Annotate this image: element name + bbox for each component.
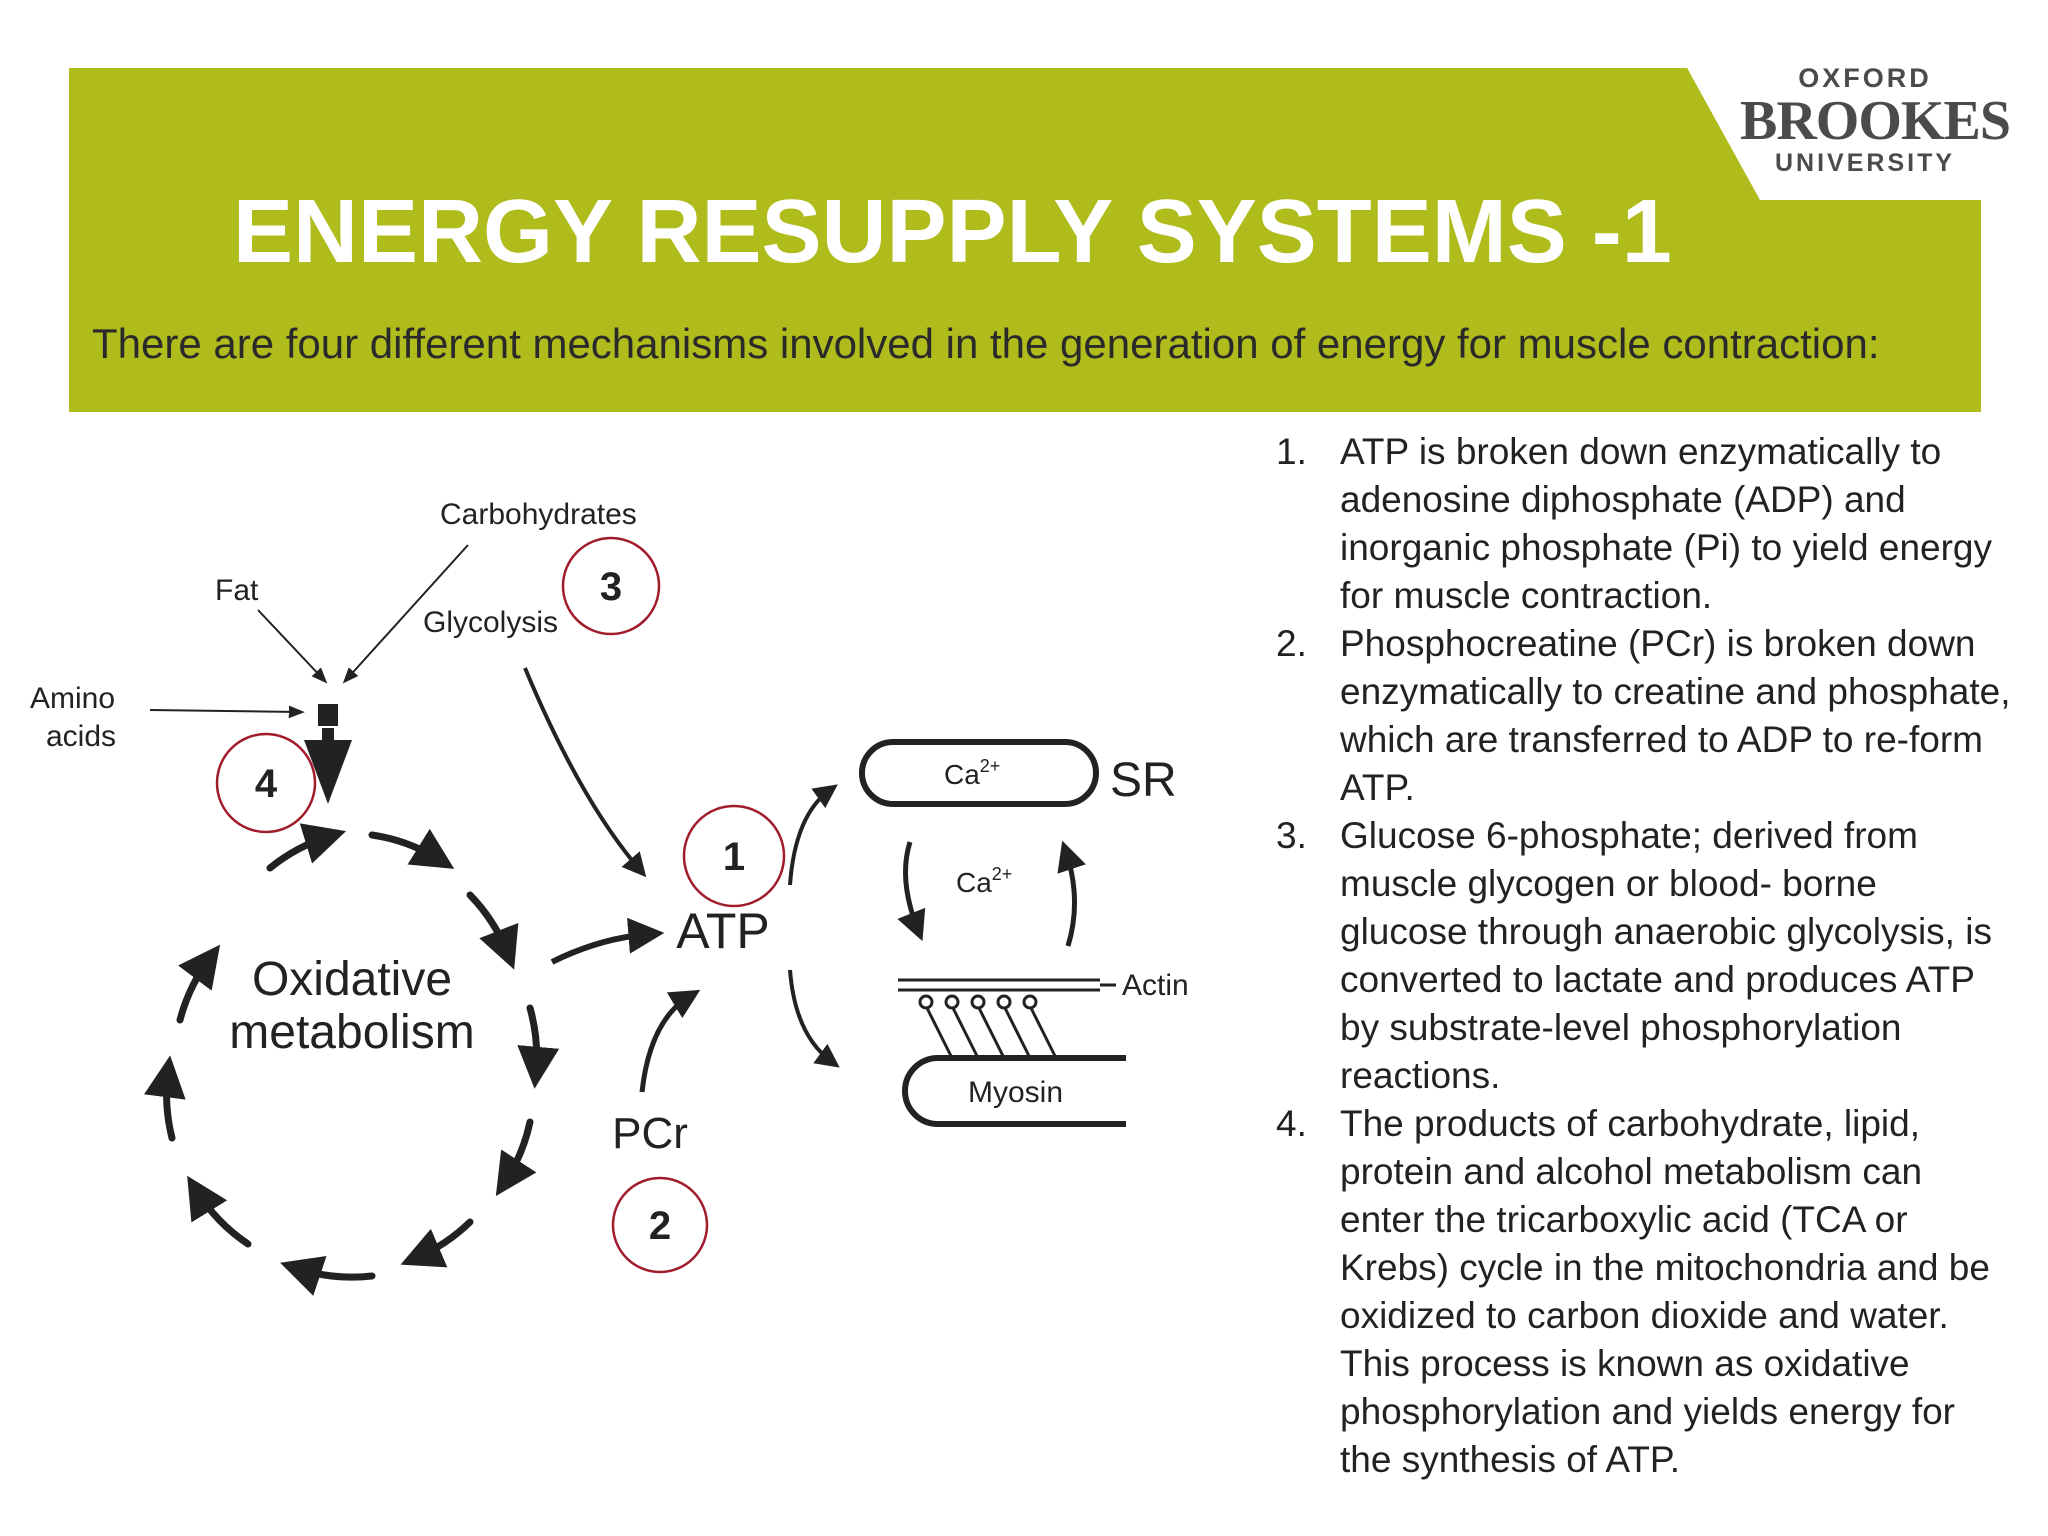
logo-line-oxford: OXFORD — [1798, 63, 1932, 93]
pcr-to-atp-arrow — [639, 989, 701, 1093]
input-stem — [322, 728, 334, 740]
mechanism-number: 1. — [1276, 431, 1307, 472]
sr-label: SR — [1110, 754, 1177, 807]
atp-to-myosin-arrow — [788, 969, 840, 1068]
acids-label: acids — [46, 720, 116, 753]
energy-diagram: Oxidative metabolism ATP PCr Carbohydrat… — [0, 460, 1240, 1320]
mechanism-text: Glucose 6-phosphate; derived from muscle… — [1340, 815, 1992, 1096]
actin-filament — [898, 978, 1116, 992]
svg-text:3: 3 — [600, 565, 622, 609]
header-banner — [69, 68, 1981, 412]
mechanism-number: 4. — [1276, 1103, 1307, 1144]
mechanism-item: 1. ATP is broken down enzymatically to a… — [1272, 428, 2012, 620]
atp-to-sr-arrow — [788, 784, 838, 886]
marker-4: 4 — [215, 732, 317, 834]
page-title: ENERGY RESUPPLY SYSTEMS -1 — [233, 182, 1672, 282]
oxidative-cycle — [143, 823, 560, 1296]
atp-label: ATP — [676, 903, 770, 959]
logo-wedge — [1686, 66, 2048, 200]
amino-acids-arrow — [149, 705, 305, 719]
myosin-heads — [918, 994, 1058, 1059]
mechanism-number: 3. — [1276, 815, 1307, 856]
marker-1: 1 — [682, 804, 786, 908]
sr-vesicle — [859, 739, 1099, 807]
mechanism-item: 3. Glucose 6-phosphate; derived from mus… — [1272, 812, 2012, 1100]
mechanism-number: 2. — [1276, 623, 1307, 664]
mechanisms-list: 1. ATP is broken down enzymatically to a… — [1272, 428, 2012, 1484]
svg-text:4: 4 — [255, 762, 278, 806]
svg-text:1: 1 — [723, 835, 745, 879]
mechanism-text: Phosphocreatine (PCr) is broken down enz… — [1340, 623, 2011, 808]
ca-uptake-arrow — [1057, 840, 1086, 947]
carbohydrates-label: Carbohydrates — [440, 498, 637, 531]
amino-label: Amino — [30, 682, 115, 715]
metabolism-label: metabolism — [229, 1006, 474, 1059]
cycle-to-atp-arrow — [550, 917, 665, 965]
fat-arrow — [257, 609, 328, 684]
input-block-arrow — [304, 740, 352, 804]
mechanism-item: 2. Phosphocreatine (PCr) is broken down … — [1272, 620, 2012, 812]
oxidative-label: Oxidative — [252, 953, 452, 1006]
glycolysis-to-atp-arrow — [523, 667, 647, 878]
mechanism-item: 4. The products of carbohydrate, lipid, … — [1272, 1100, 2012, 1484]
ca-ion-sr: Ca2+ — [944, 756, 1000, 790]
marker-2: 2 — [611, 1176, 709, 1274]
mechanism-text: The products of carbohydrate, lipid, pro… — [1340, 1103, 1990, 1480]
pcr-label: PCr — [612, 1109, 688, 1158]
fat-label: Fat — [215, 574, 259, 607]
myosin-label: Myosin — [968, 1076, 1063, 1109]
logo-line-university: UNIVERSITY — [1774, 149, 1956, 177]
logo-line-brookes: BROOKES — [1740, 90, 2011, 152]
myosin-filament — [902, 1055, 1126, 1127]
university-logo: OXFORD BROOKES UNIVERSITY — [1740, 62, 2011, 178]
page-subtitle: There are four different mechanisms invo… — [92, 320, 1880, 367]
ca-release-arrow — [897, 841, 926, 942]
mechanism-text: ATP is broken down enzymatically to aden… — [1340, 431, 1992, 616]
marker-3: 3 — [561, 536, 661, 636]
carbohydrates-arrow — [342, 544, 469, 684]
svg-text:2: 2 — [649, 1204, 671, 1248]
glycolysis-label: Glycolysis — [423, 606, 558, 639]
input-block — [318, 704, 338, 726]
actin-label: Actin — [1122, 969, 1189, 1002]
ca-ion-free: Ca2+ — [956, 864, 1012, 898]
